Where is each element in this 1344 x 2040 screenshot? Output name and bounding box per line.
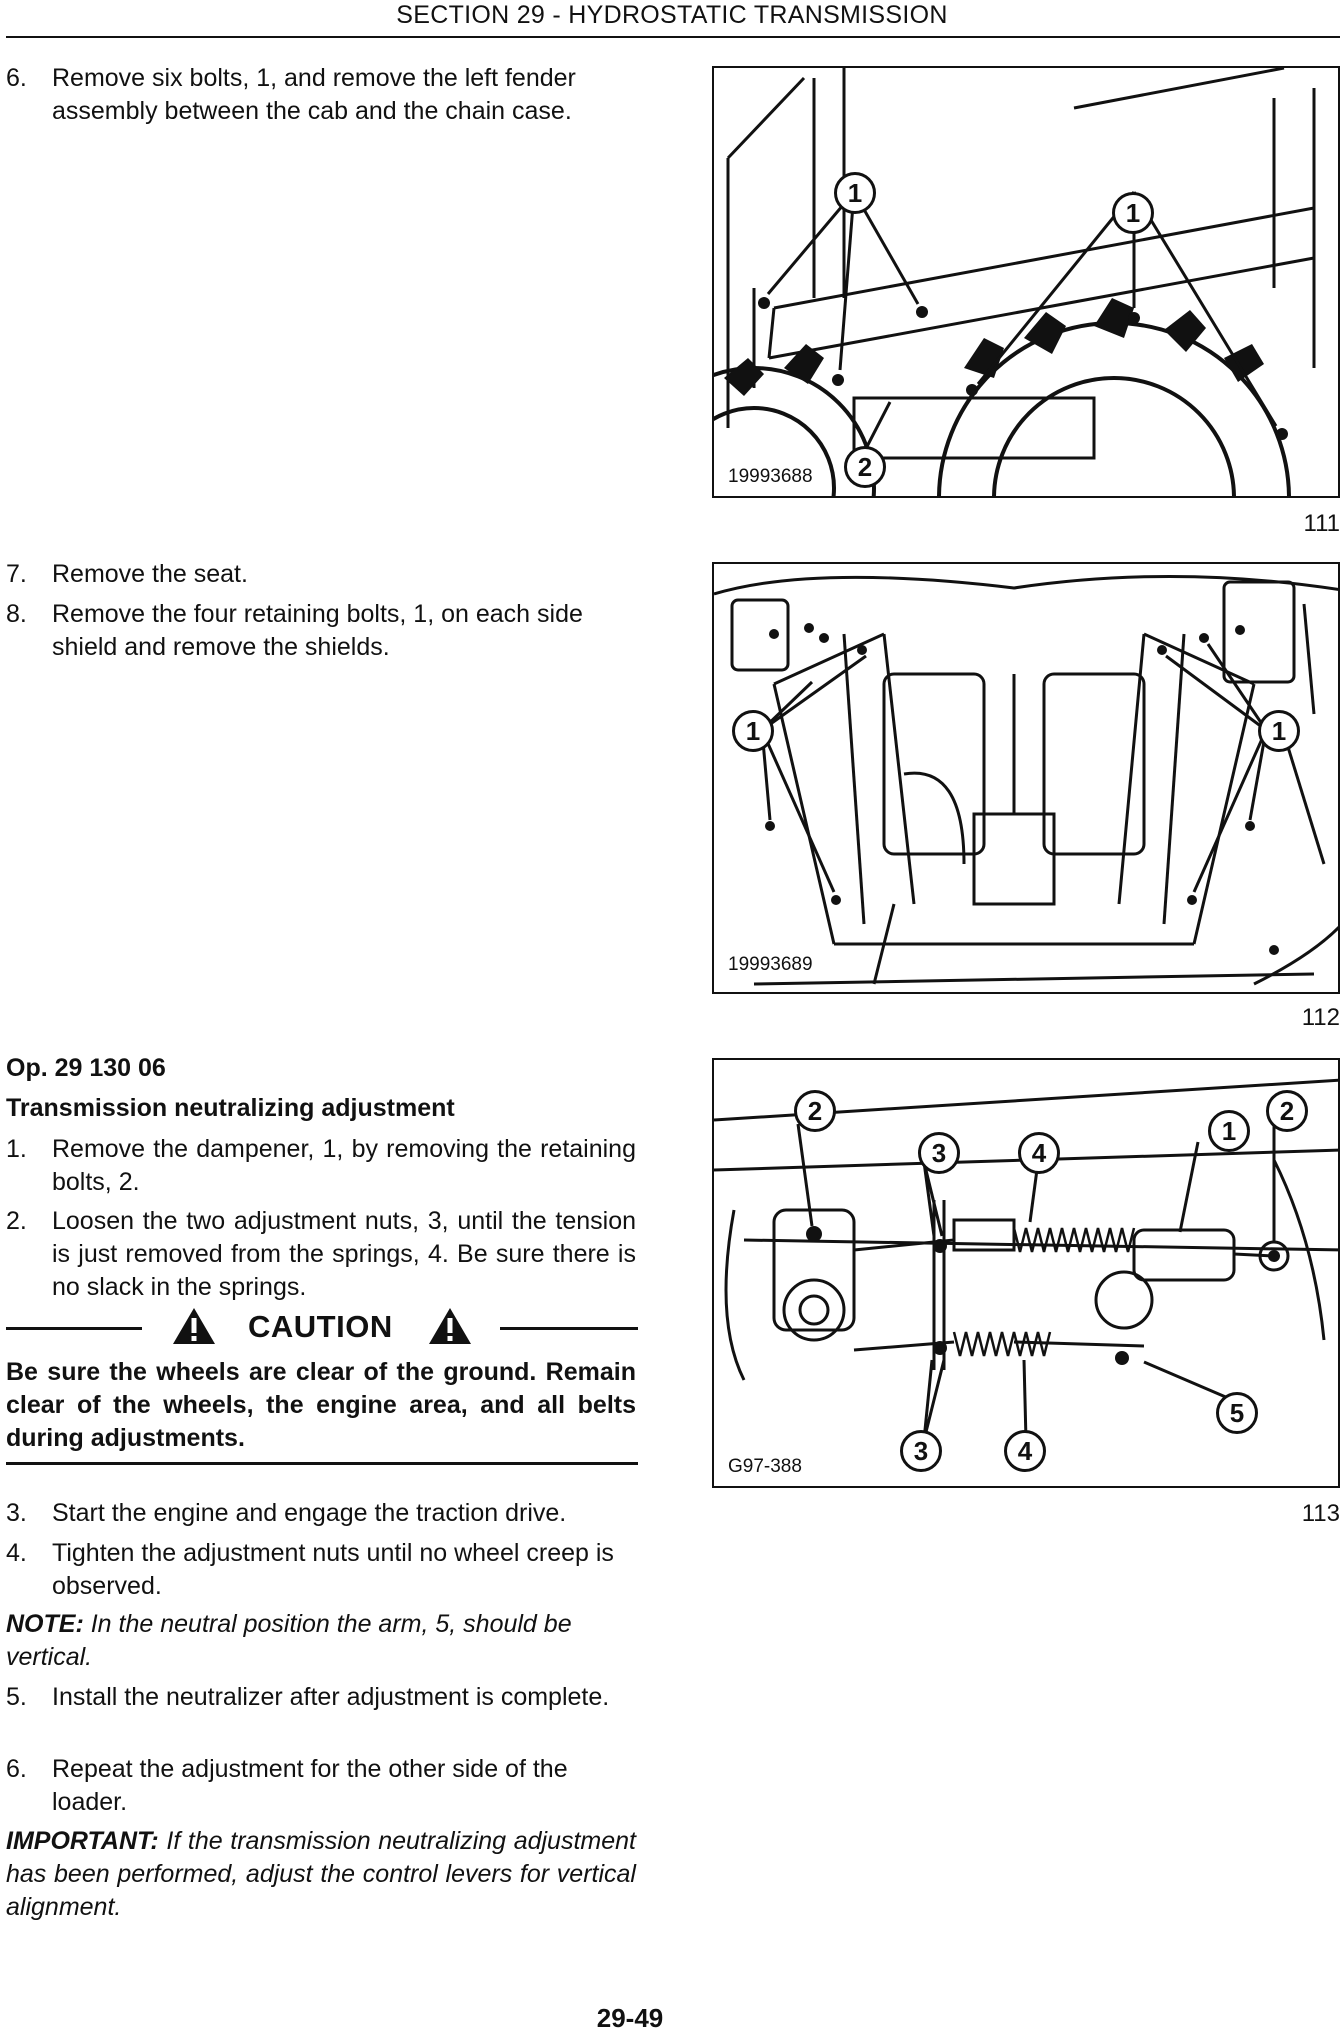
caution-text: Be sure the wheels are clear of the grou…: [6, 1358, 636, 1452]
caution-rule-right: [500, 1327, 638, 1330]
important-text: If the transmission neutralizing adjustm…: [6, 1827, 636, 1921]
page-header: SECTION 29 - HYDROSTATIC TRANSMISSION: [0, 0, 1344, 38]
step-text: Loosen the two adjustment nuts, 3, until…: [52, 1207, 636, 1301]
warning-triangle-icon: [429, 1308, 471, 1344]
callout-adjustment-nut: 3: [900, 1430, 942, 1472]
caution-rule-left: [6, 1327, 142, 1330]
operation-title: Transmission neutralizing adjustment: [6, 1094, 455, 1122]
figure-code: 19993689: [726, 954, 815, 976]
step-number: 6.: [6, 64, 27, 92]
step-8-remove-bolts: 8. Remove the four retaining bolts, 1, o…: [6, 598, 636, 664]
step-4-tighten-nuts: 4. Tighten the adjustment nuts until no …: [6, 1537, 636, 1603]
operation-code: Op. 29 130 06: [6, 1054, 166, 1082]
figure-code: G97-388: [726, 1456, 804, 1478]
step-2-loosen-nuts: 2. Loosen the two adjustment nuts, 3, un…: [6, 1205, 636, 1304]
figure-number: 113: [1301, 1500, 1340, 1527]
callout-retaining-bolt: 2: [1266, 1090, 1308, 1132]
step-6-repeat-adjustment: 6. Repeat the adjustment for the other s…: [6, 1753, 636, 1819]
warning-triangle-icon: [173, 1308, 215, 1344]
step-text: Install the neutralizer after adjustment…: [52, 1683, 610, 1711]
step-text: Remove six bolts, 1, and remove the left…: [52, 64, 576, 125]
step-text: Tighten the adjustment nuts until no whe…: [52, 1539, 614, 1600]
callout-fender: 2: [844, 446, 886, 488]
callout-spring: 4: [1018, 1132, 1060, 1174]
callout-bolt: 1: [1258, 710, 1300, 752]
figure-number: 111: [1303, 510, 1340, 537]
step-1-remove-dampener: 1. Remove the dampener, 1, by removing t…: [6, 1133, 636, 1199]
step-7-remove-seat: 7. Remove the seat.: [6, 558, 636, 591]
step-number: 2.: [6, 1207, 27, 1235]
step-text: Remove the dampener, 1, by removing the …: [52, 1135, 636, 1196]
figure-112-side-shields: 1 1 19993689: [712, 562, 1340, 994]
figure-112-illustration: [714, 574, 1338, 986]
step-6-remove-fender: 6. Remove six bolts, 1, and remove the l…: [6, 62, 636, 128]
callout-adjustment-nut: 3: [918, 1132, 960, 1174]
step-number: 4.: [6, 1539, 27, 1567]
note: NOTE: In the neutral position the arm, 5…: [6, 1608, 636, 1674]
callout-arm: 5: [1216, 1392, 1258, 1434]
step-text: Remove the seat.: [52, 560, 248, 588]
step-3-start-engine: 3. Start the engine and engage the tract…: [6, 1497, 636, 1530]
step-number: 8.: [6, 600, 27, 628]
callout-bolt: 1: [1112, 192, 1154, 234]
important-note: IMPORTANT: If the transmission neutraliz…: [6, 1825, 636, 1924]
section-title: SECTION 29 - HYDROSTATIC TRANSMISSION: [396, 1, 948, 29]
step-text: Start the engine and engage the traction…: [52, 1499, 567, 1527]
caution-banner: CAUTION: [6, 1305, 638, 1349]
step-number: 6.: [6, 1755, 27, 1783]
figure-113-neutralizer: 2 3 4 1 2 5 3 4 G97-388: [712, 1058, 1340, 1488]
figure-111-fender-bolts: 1 1 2 19993688: [712, 66, 1340, 498]
note-label: NOTE:: [6, 1610, 84, 1638]
callout-bolt: 1: [834, 172, 876, 214]
figure-code: 19993688: [726, 466, 815, 488]
step-number: 1.: [6, 1135, 27, 1163]
callout-retaining-bolt: 2: [794, 1090, 836, 1132]
caution-bottom-rule: [6, 1462, 638, 1465]
figure-111-illustration: [714, 68, 1316, 496]
step-number: 7.: [6, 560, 27, 588]
callout-spring: 4: [1004, 1430, 1046, 1472]
callout-dampener: 1: [1208, 1110, 1250, 1152]
step-number: 5.: [6, 1683, 27, 1711]
callout-bolt: 1: [732, 710, 774, 752]
important-label: IMPORTANT:: [6, 1827, 159, 1855]
step-text: Repeat the adjustment for the other side…: [52, 1755, 568, 1816]
header-rule: [6, 36, 1340, 38]
note-text: In the neutral position the arm, 5, shou…: [6, 1610, 572, 1671]
figure-number: 112: [1301, 1004, 1340, 1031]
page-number: 29-49: [596, 2003, 664, 2033]
step-5-install-neutralizer: 5. Install the neutralizer after adjustm…: [6, 1681, 636, 1714]
step-text: Remove the four retaining bolts, 1, on e…: [52, 600, 583, 661]
caution-word: CAUTION: [248, 1309, 393, 1344]
step-number: 3.: [6, 1499, 27, 1527]
